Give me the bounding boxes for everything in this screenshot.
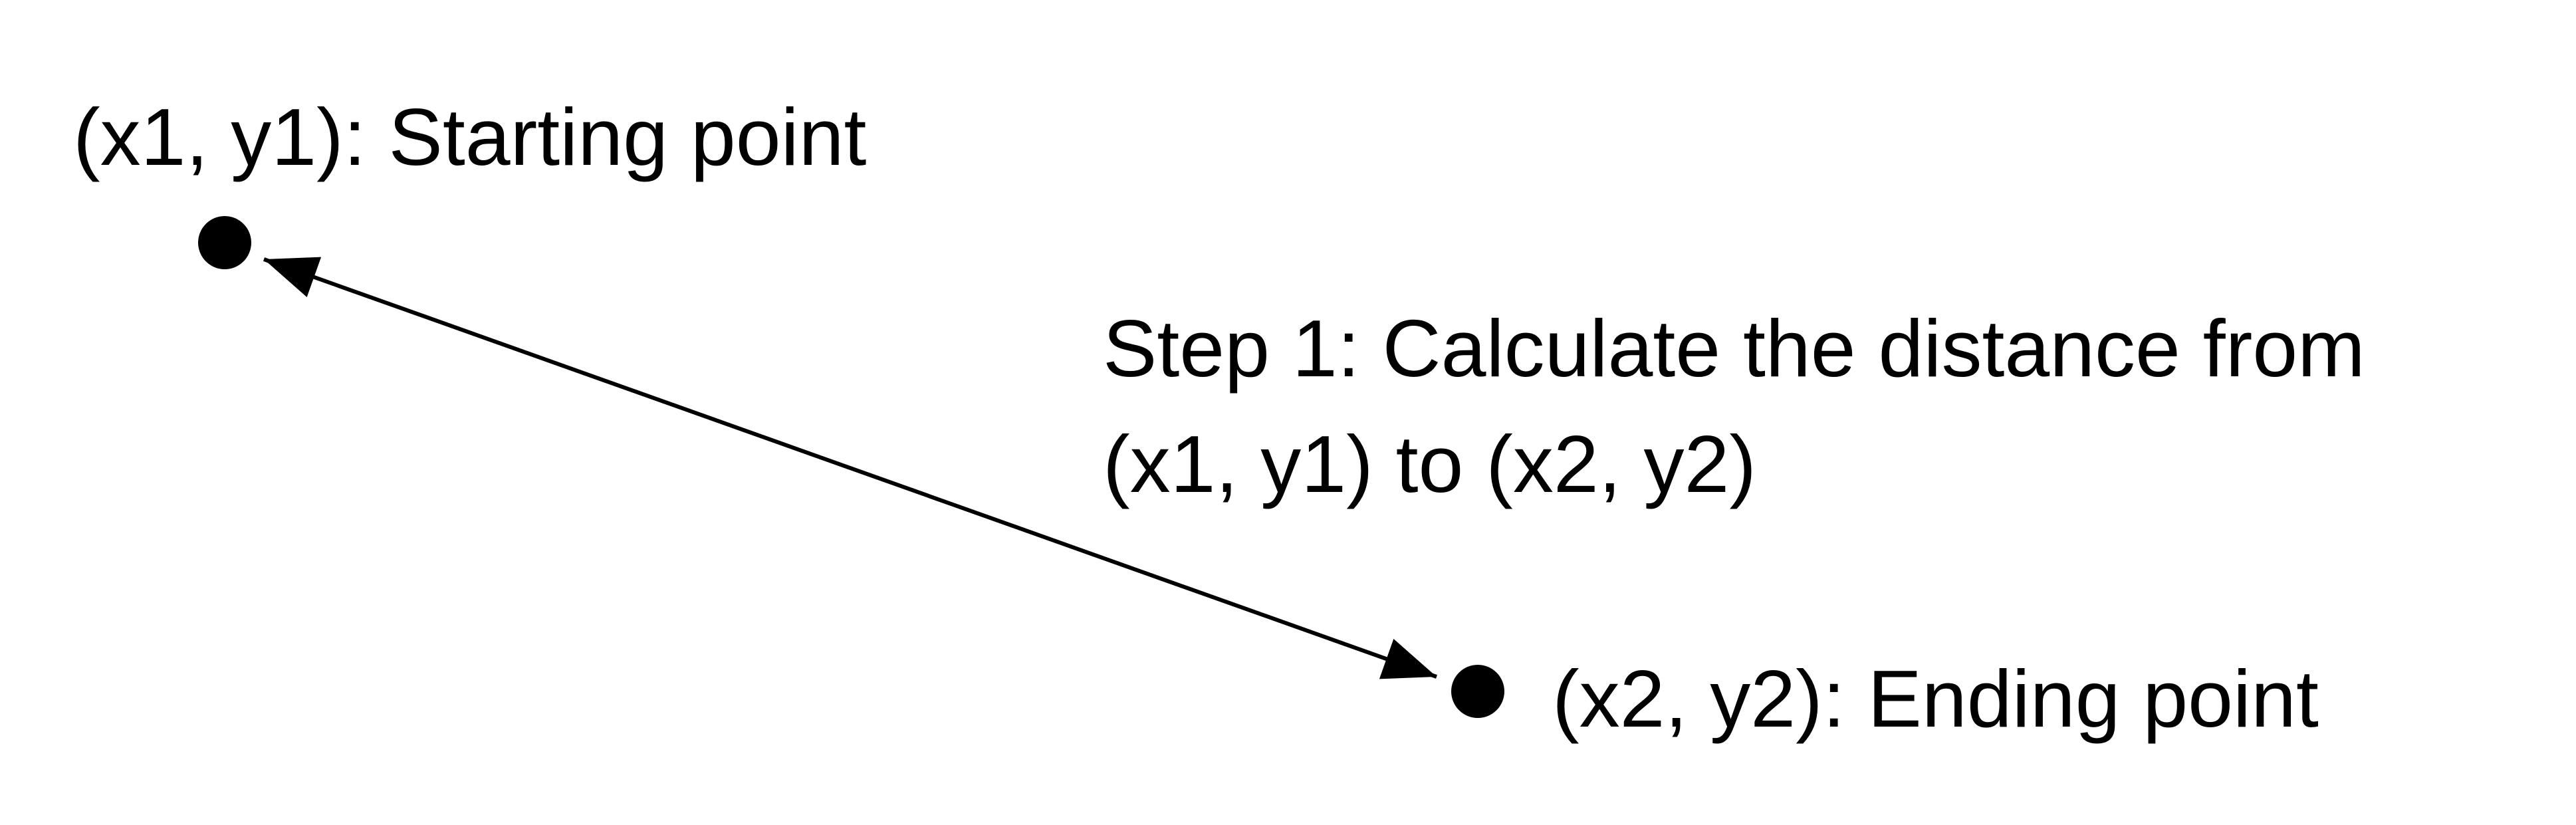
distance-arrow [263, 257, 1438, 679]
end-point-label: (x2, y2): Ending point [1552, 653, 2319, 744]
step-text-line-1: Step 1: Calculate the distance from [1103, 303, 2365, 394]
end-point-dot [1451, 665, 1504, 718]
start-point-label: (x1, y1): Starting point [73, 92, 866, 182]
start-point-dot [198, 216, 251, 269]
step-text-line-2: (x1, y1) to (x2, y2) [1103, 419, 1756, 509]
